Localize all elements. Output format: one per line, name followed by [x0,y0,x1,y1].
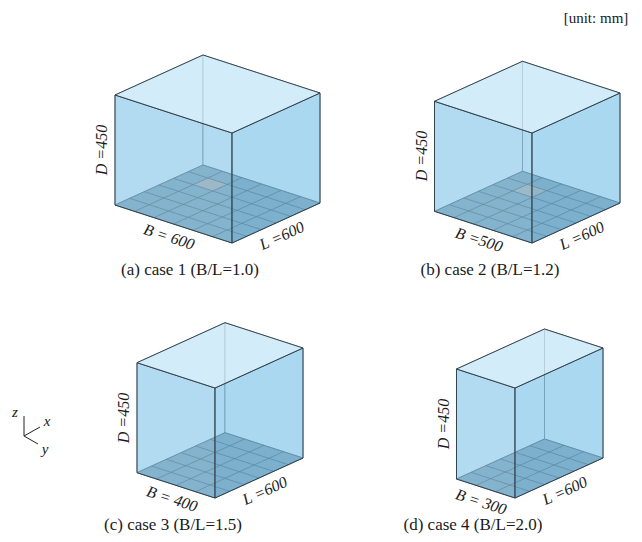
axis-line [24,427,40,436]
axis-line [24,436,38,444]
axis-label: y [42,442,49,457]
axis-label: z [12,405,18,420]
caption: (a) case 1 (B/L=1.0) [121,261,259,278]
axis-label: x [44,414,51,429]
axis-line [24,416,25,436]
water-surface [457,329,604,388]
axis-triad [24,416,40,444]
water-surface [137,323,303,388]
dimension-label: D =450 [116,392,132,442]
caption: (b) case 2 (B/L=1.2) [421,261,560,278]
tank [435,61,621,243]
water-surface [435,61,621,133]
unit-note: [unit: mm] [564,11,629,26]
tank [457,329,604,498]
caption: (d) case 4 (B/L=2.0) [404,516,543,533]
tank [137,323,303,498]
dimension-label: D =450 [414,131,430,181]
water-surface [115,55,320,133]
dimension-label: D =450 [94,125,110,175]
tank [115,55,320,243]
caption: (c) case 3 (B/L=1.5) [104,516,242,533]
dimension-label: D =450 [436,399,452,449]
front-wall [457,369,516,498]
